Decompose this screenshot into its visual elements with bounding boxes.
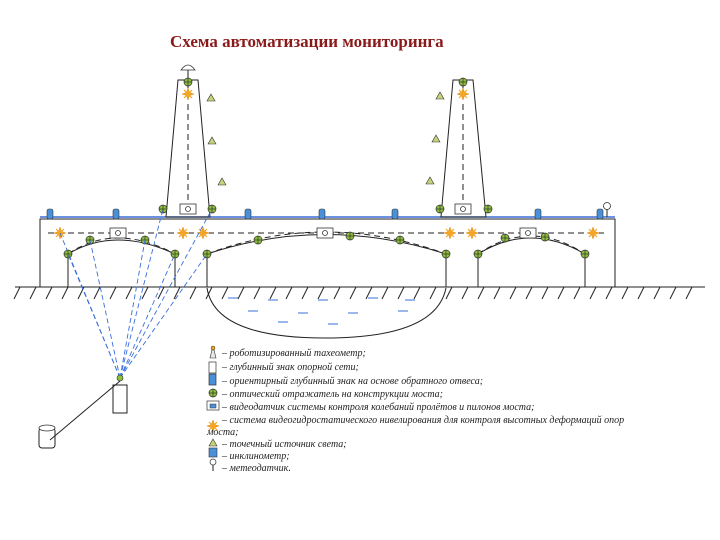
right-pylon <box>425 77 487 218</box>
legend-item: моста; <box>206 427 239 438</box>
total-station <box>38 374 128 449</box>
legend-item: – точечный источник света; <box>221 439 347 450</box>
left-pylon <box>165 64 227 218</box>
ground <box>13 286 705 300</box>
legend: – роботизированный тахеометр; – глубинны… <box>206 348 624 474</box>
video-sensor-icon <box>206 400 220 411</box>
bridge-deck <box>39 216 616 288</box>
legend-symbols <box>206 345 220 471</box>
inclinometer-icon <box>208 447 218 458</box>
legend-item: – глубинный знак опорной сети; <box>221 362 359 373</box>
legend-item: – оптический отражатель на конструкции м… <box>221 389 443 400</box>
deep-benchmark-icon <box>208 361 217 374</box>
weather-sensor-icon <box>209 458 217 471</box>
legend-item: – роботизированный тахеометр; <box>221 348 366 359</box>
legend-item: – метеодатчик. <box>221 463 291 474</box>
river <box>206 287 447 339</box>
page-title: Схема автоматизации мониторинга <box>170 32 444 51</box>
oriented-benchmark-icon <box>208 373 217 386</box>
legend-item: – ориентирный глубинный знак на основе о… <box>221 376 483 387</box>
deck-sensors <box>46 77 611 259</box>
legend-item: – инклинометр; <box>221 451 290 462</box>
legend-item: – видеодатчик системы контроля колебаний… <box>221 402 534 413</box>
sight-lines <box>59 208 213 379</box>
legend-item: – система видеогидростатического нивелир… <box>221 415 624 426</box>
total-station-icon <box>209 345 217 359</box>
light-source-icon <box>208 438 218 447</box>
optical-reflector-icon <box>208 388 218 398</box>
